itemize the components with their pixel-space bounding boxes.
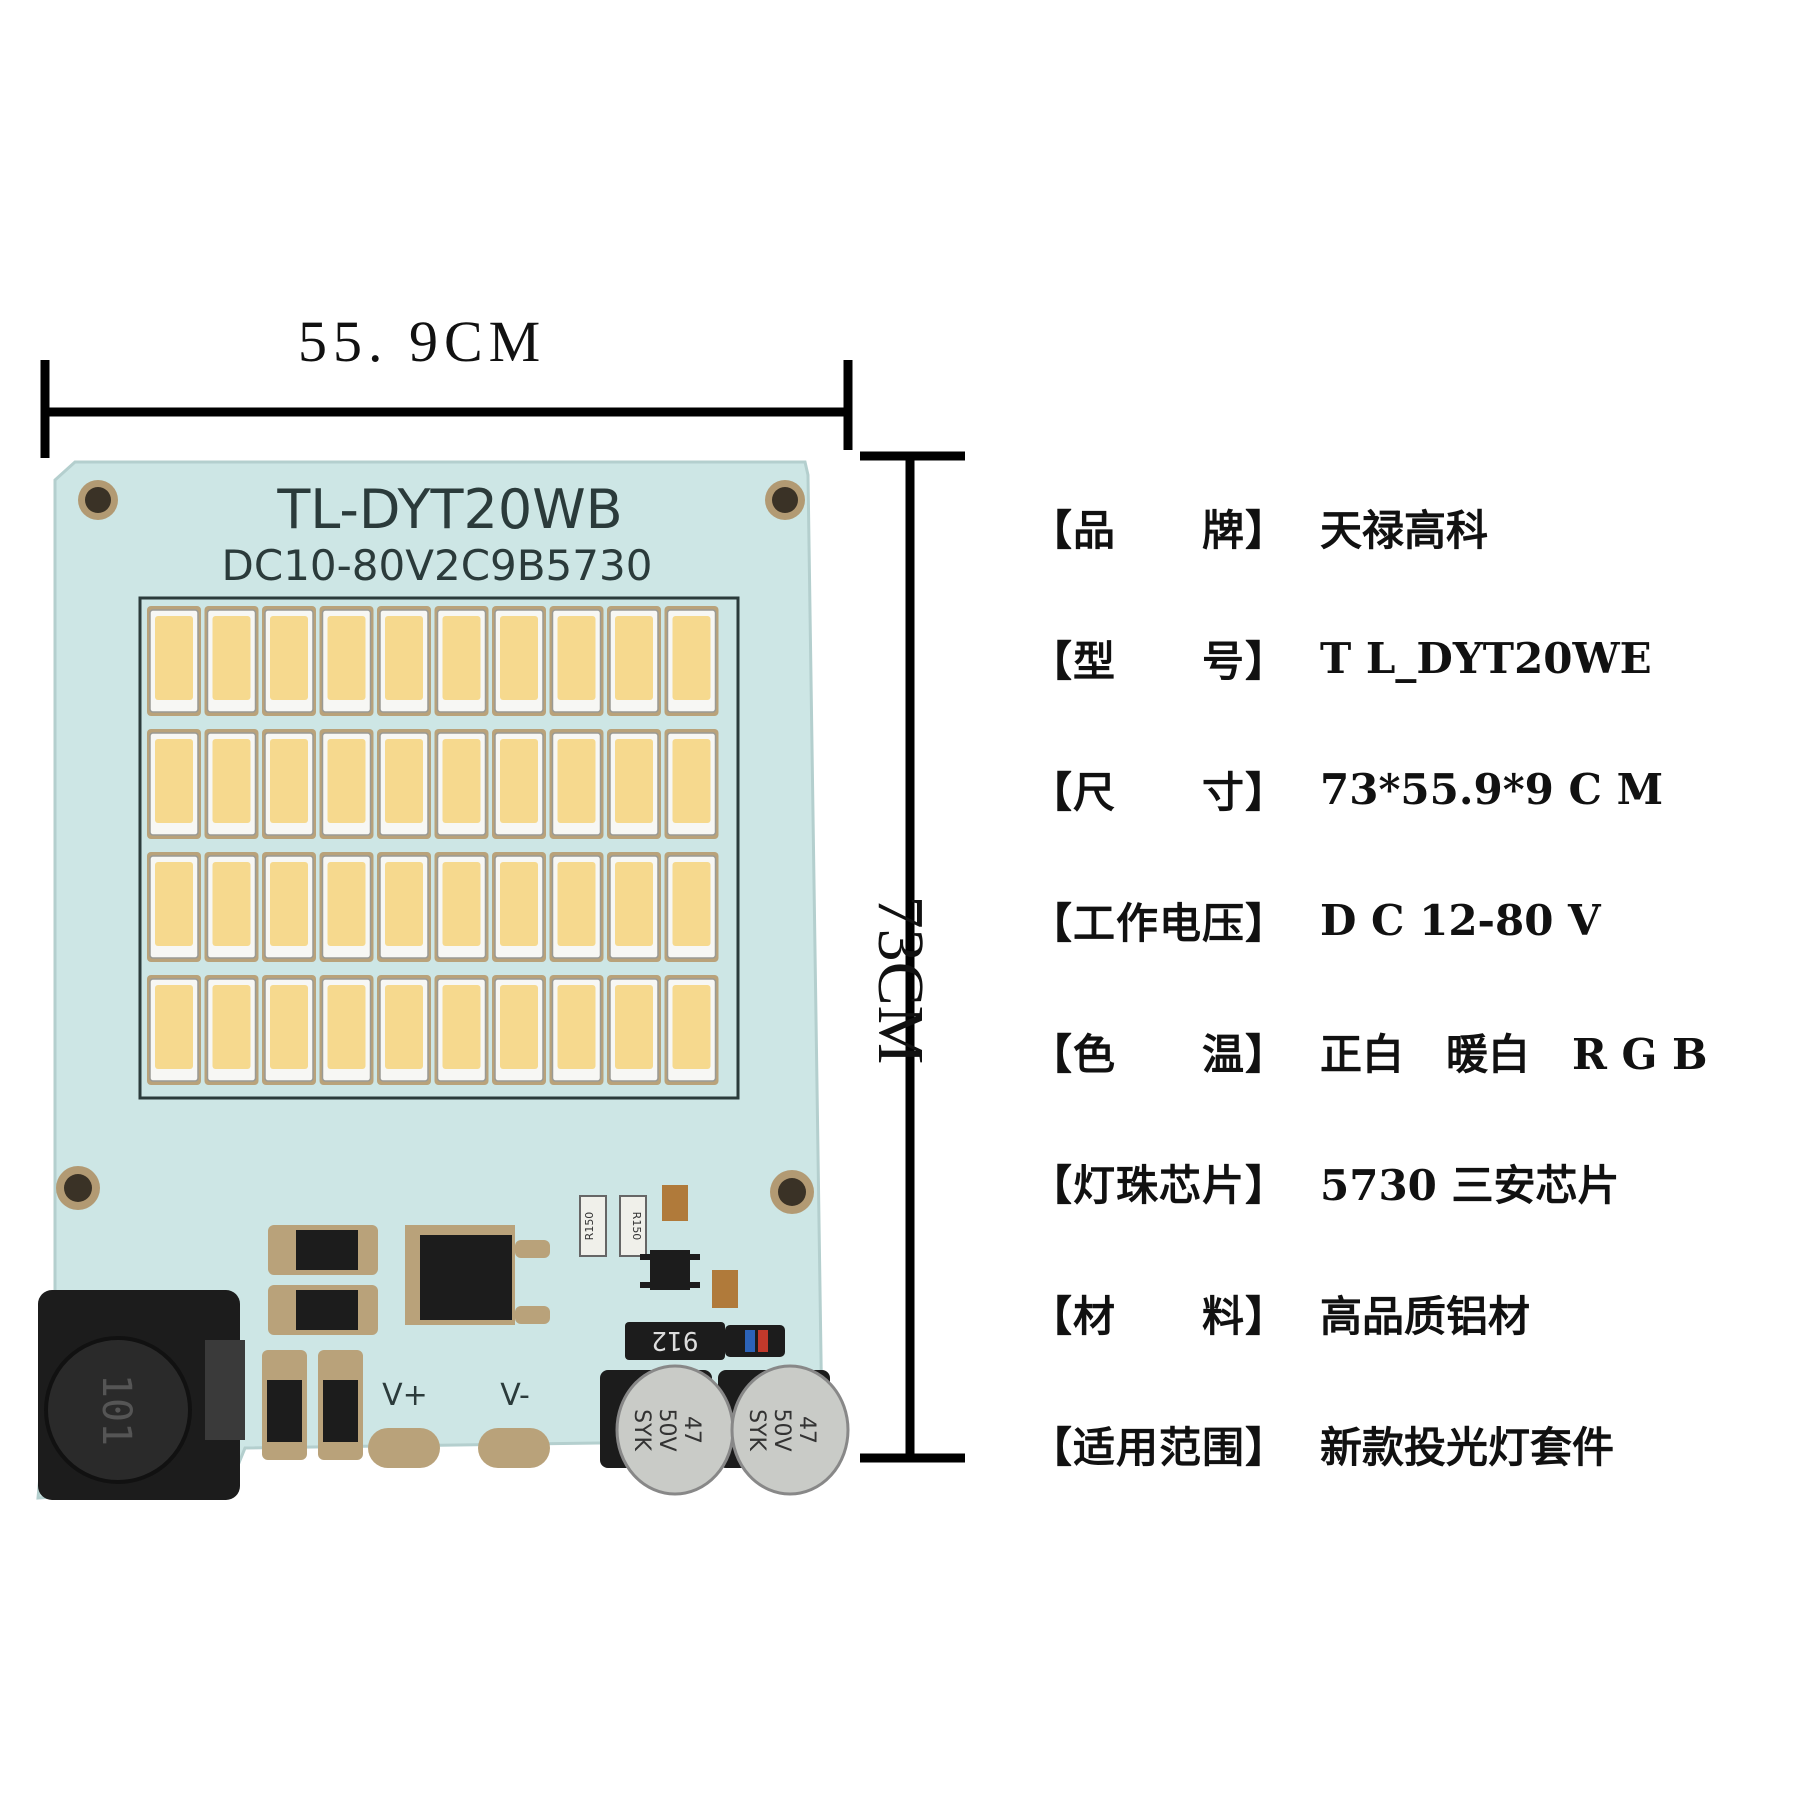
- led-chip: [557, 985, 596, 1069]
- spec-value: T L_DYT20WE: [1320, 634, 1652, 683]
- regulator-ic: [405, 1225, 550, 1325]
- led-chip: [385, 985, 423, 1069]
- spec-value: D C 12-80 V: [1320, 896, 1601, 945]
- spec-key: 【适用范围】: [1030, 1423, 1289, 1472]
- resistors: R150 R150: [579, 1185, 738, 1308]
- small-ic: [640, 1250, 700, 1290]
- led-chip: [212, 739, 251, 823]
- spec-row-led-chip: 【灯珠芯片】 5730 三安芯片: [1030, 1117, 1800, 1248]
- led-chip: [615, 862, 653, 946]
- capacitor-1-voltage: 50V: [654, 1408, 679, 1451]
- led-grid: [147, 606, 719, 1085]
- spec-key: 【品 牌】: [1030, 506, 1289, 555]
- mounting-holes: [56, 480, 814, 1214]
- spec-row-brand: 【品 牌】 天禄高科: [1030, 462, 1800, 593]
- led-chip: [270, 616, 308, 700]
- led-chip: [500, 985, 538, 1069]
- led-chip: [385, 862, 423, 946]
- led-chip: [327, 616, 366, 700]
- spec-key: 【尺 寸】: [1030, 768, 1289, 817]
- spec-row-size: 【尺 寸】 73*55.9*9 C M: [1030, 724, 1800, 855]
- chip-912: 912: [625, 1322, 785, 1360]
- led-chip: [270, 739, 308, 823]
- capacitor-2-value: 47: [794, 1416, 819, 1444]
- led-chip: [442, 616, 481, 700]
- silkscreen-spec: DC10-80V2C9B5730: [222, 541, 653, 590]
- led-chip: [212, 616, 251, 700]
- led-chip: [615, 985, 653, 1069]
- capacitor-1-value: 47: [679, 1416, 704, 1444]
- width-dimension-label: 55. 9CM: [298, 309, 547, 374]
- spec-key: 【材 料】: [1030, 1292, 1289, 1341]
- led-chip: [557, 616, 596, 700]
- spec-key: 【型 号】: [1030, 637, 1289, 686]
- led-chip: [557, 862, 596, 946]
- resistor-1-marking: R150: [583, 1212, 596, 1241]
- led-chip: [155, 616, 193, 700]
- chip-912-marking: 912: [652, 1325, 699, 1355]
- spec-row-material: 【材 料】 高品质铝材: [1030, 1248, 1800, 1379]
- spec-value: 5730 三安芯片: [1320, 1161, 1620, 1210]
- spec-value: 正白 暖白 R G B: [1320, 1030, 1708, 1079]
- led-chip: [672, 616, 711, 700]
- led-chip: [327, 985, 366, 1069]
- led-chip: [270, 985, 308, 1069]
- spec-key: 【色 温】: [1030, 1030, 1289, 1079]
- led-array-outline: [138, 596, 740, 1100]
- capacitor-2-voltage: 50V: [769, 1408, 794, 1451]
- spec-value: 新款投光灯套件: [1320, 1423, 1615, 1472]
- led-chip: [672, 862, 711, 946]
- terminals: V+ V-: [368, 1378, 550, 1468]
- led-chip: [672, 739, 711, 823]
- capacitor-1-brand: SYK: [629, 1409, 654, 1451]
- capacitor-2-brand: SYK: [744, 1409, 769, 1451]
- spec-key: 【灯珠芯片】: [1030, 1161, 1289, 1210]
- spec-list: 【品 牌】 天禄高科 【型 号】 T L_DYT20WE 【尺 寸】 73*55…: [1030, 462, 1800, 1510]
- height-dimension-label: 73CM: [864, 895, 937, 1065]
- diodes: [262, 1225, 378, 1460]
- led-chip: [155, 985, 193, 1069]
- inductor: 101: [38, 1290, 245, 1500]
- led-chip: [327, 862, 366, 946]
- led-chip: [557, 739, 596, 823]
- led-chip: [442, 862, 481, 946]
- spec-value: 天禄高科: [1320, 506, 1489, 555]
- terminal-negative-label: V-: [500, 1378, 530, 1413]
- led-chip: [155, 862, 193, 946]
- spec-row-application: 【适用范围】 新款投光灯套件: [1030, 1379, 1800, 1510]
- spec-key: 【工作电压】: [1030, 899, 1289, 948]
- led-chip: [155, 739, 193, 823]
- inductor-marking: 101: [93, 1374, 139, 1446]
- capacitors: 47 50V SYK 47 50V SYK: [600, 1364, 850, 1496]
- led-chip: [212, 862, 251, 946]
- led-chip: [385, 616, 423, 700]
- led-chip: [327, 739, 366, 823]
- led-chip: [500, 616, 538, 700]
- width-dimension-line: [40, 360, 853, 458]
- led-chip: [270, 862, 308, 946]
- spec-value: 73*55.9*9 C M: [1320, 765, 1664, 814]
- led-chip: [500, 862, 538, 946]
- silkscreen-model: TL-DYT20WB: [276, 478, 622, 541]
- spec-row-color-temp: 【色 温】 正白 暖白 R G B: [1030, 986, 1800, 1117]
- terminal-positive-label: V+: [382, 1378, 428, 1413]
- spec-row-model: 【型 号】 T L_DYT20WE: [1030, 593, 1800, 724]
- resistor-2-marking: R150: [630, 1212, 643, 1241]
- led-chip: [672, 985, 711, 1069]
- spec-value: 高品质铝材: [1320, 1292, 1531, 1341]
- led-chip: [212, 985, 251, 1069]
- height-dimension-line: [860, 451, 965, 1463]
- led-chip: [442, 985, 481, 1069]
- led-chip: [442, 739, 481, 823]
- led-chip: [500, 739, 538, 823]
- spec-row-voltage: 【工作电压】 D C 12-80 V: [1030, 855, 1800, 986]
- led-chip: [615, 616, 653, 700]
- led-chip: [385, 739, 423, 823]
- led-chip: [615, 739, 653, 823]
